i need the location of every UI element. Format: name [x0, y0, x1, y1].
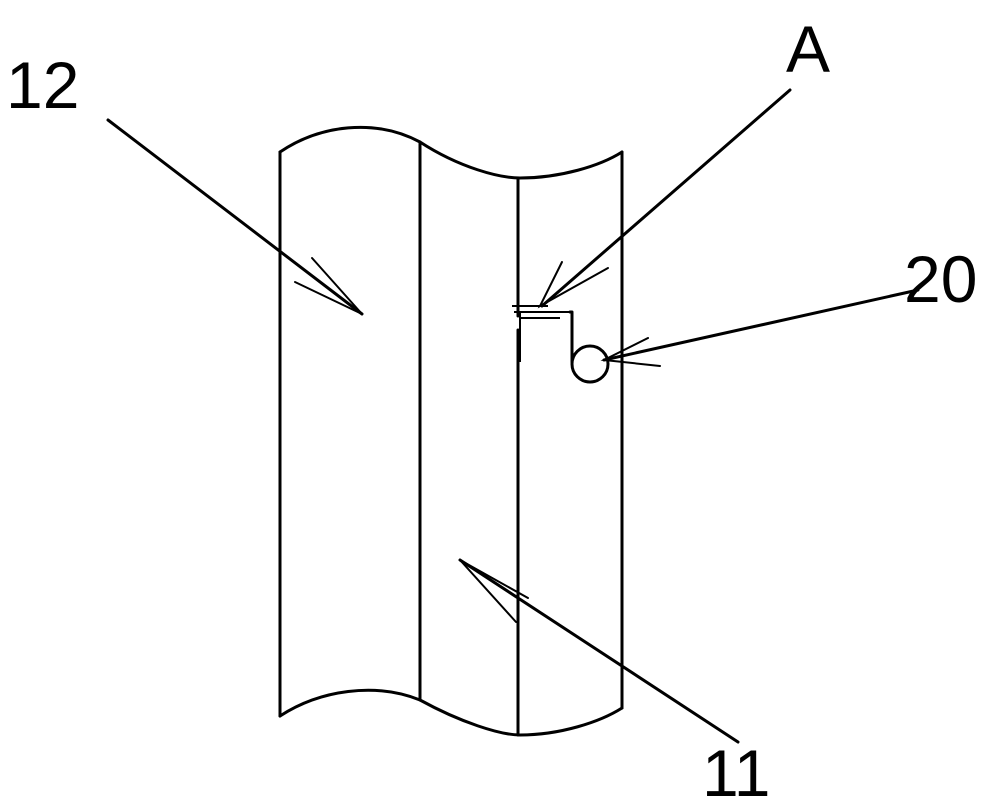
callout-label-20: 20 [904, 242, 977, 316]
cylinder-body [280, 127, 622, 735]
leader-11 [460, 560, 738, 742]
cylinder-bottom-edge [280, 690, 622, 735]
callout-label-A: A [786, 12, 830, 86]
cylinder-top-edge [280, 127, 622, 178]
detail-a-bracket [512, 306, 572, 362]
callout-label-11: 11 [702, 736, 771, 806]
leader-A [540, 90, 790, 306]
callout-label-12: 12 [6, 48, 79, 122]
leader-12 [108, 120, 362, 314]
component-20-circle [572, 346, 608, 382]
leader-20 [604, 290, 918, 366]
